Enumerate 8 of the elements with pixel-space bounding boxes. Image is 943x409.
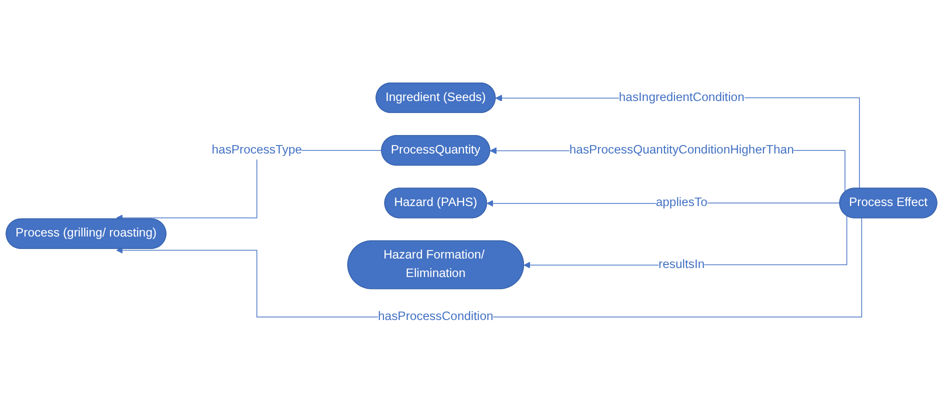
edge-label: hasProcessQuantityConditionHigherThan — [569, 143, 794, 156]
edge-label: hasProcessType — [212, 143, 302, 156]
edge-label: hasProcessCondition — [378, 310, 494, 324]
edge-label: hasIngredientCondition — [618, 90, 744, 104]
arrow — [495, 94, 860, 189]
edge-label: resultsIn — [658, 258, 705, 271]
edge-label: appliesTo — [656, 196, 708, 210]
arrow — [116, 218, 862, 318]
